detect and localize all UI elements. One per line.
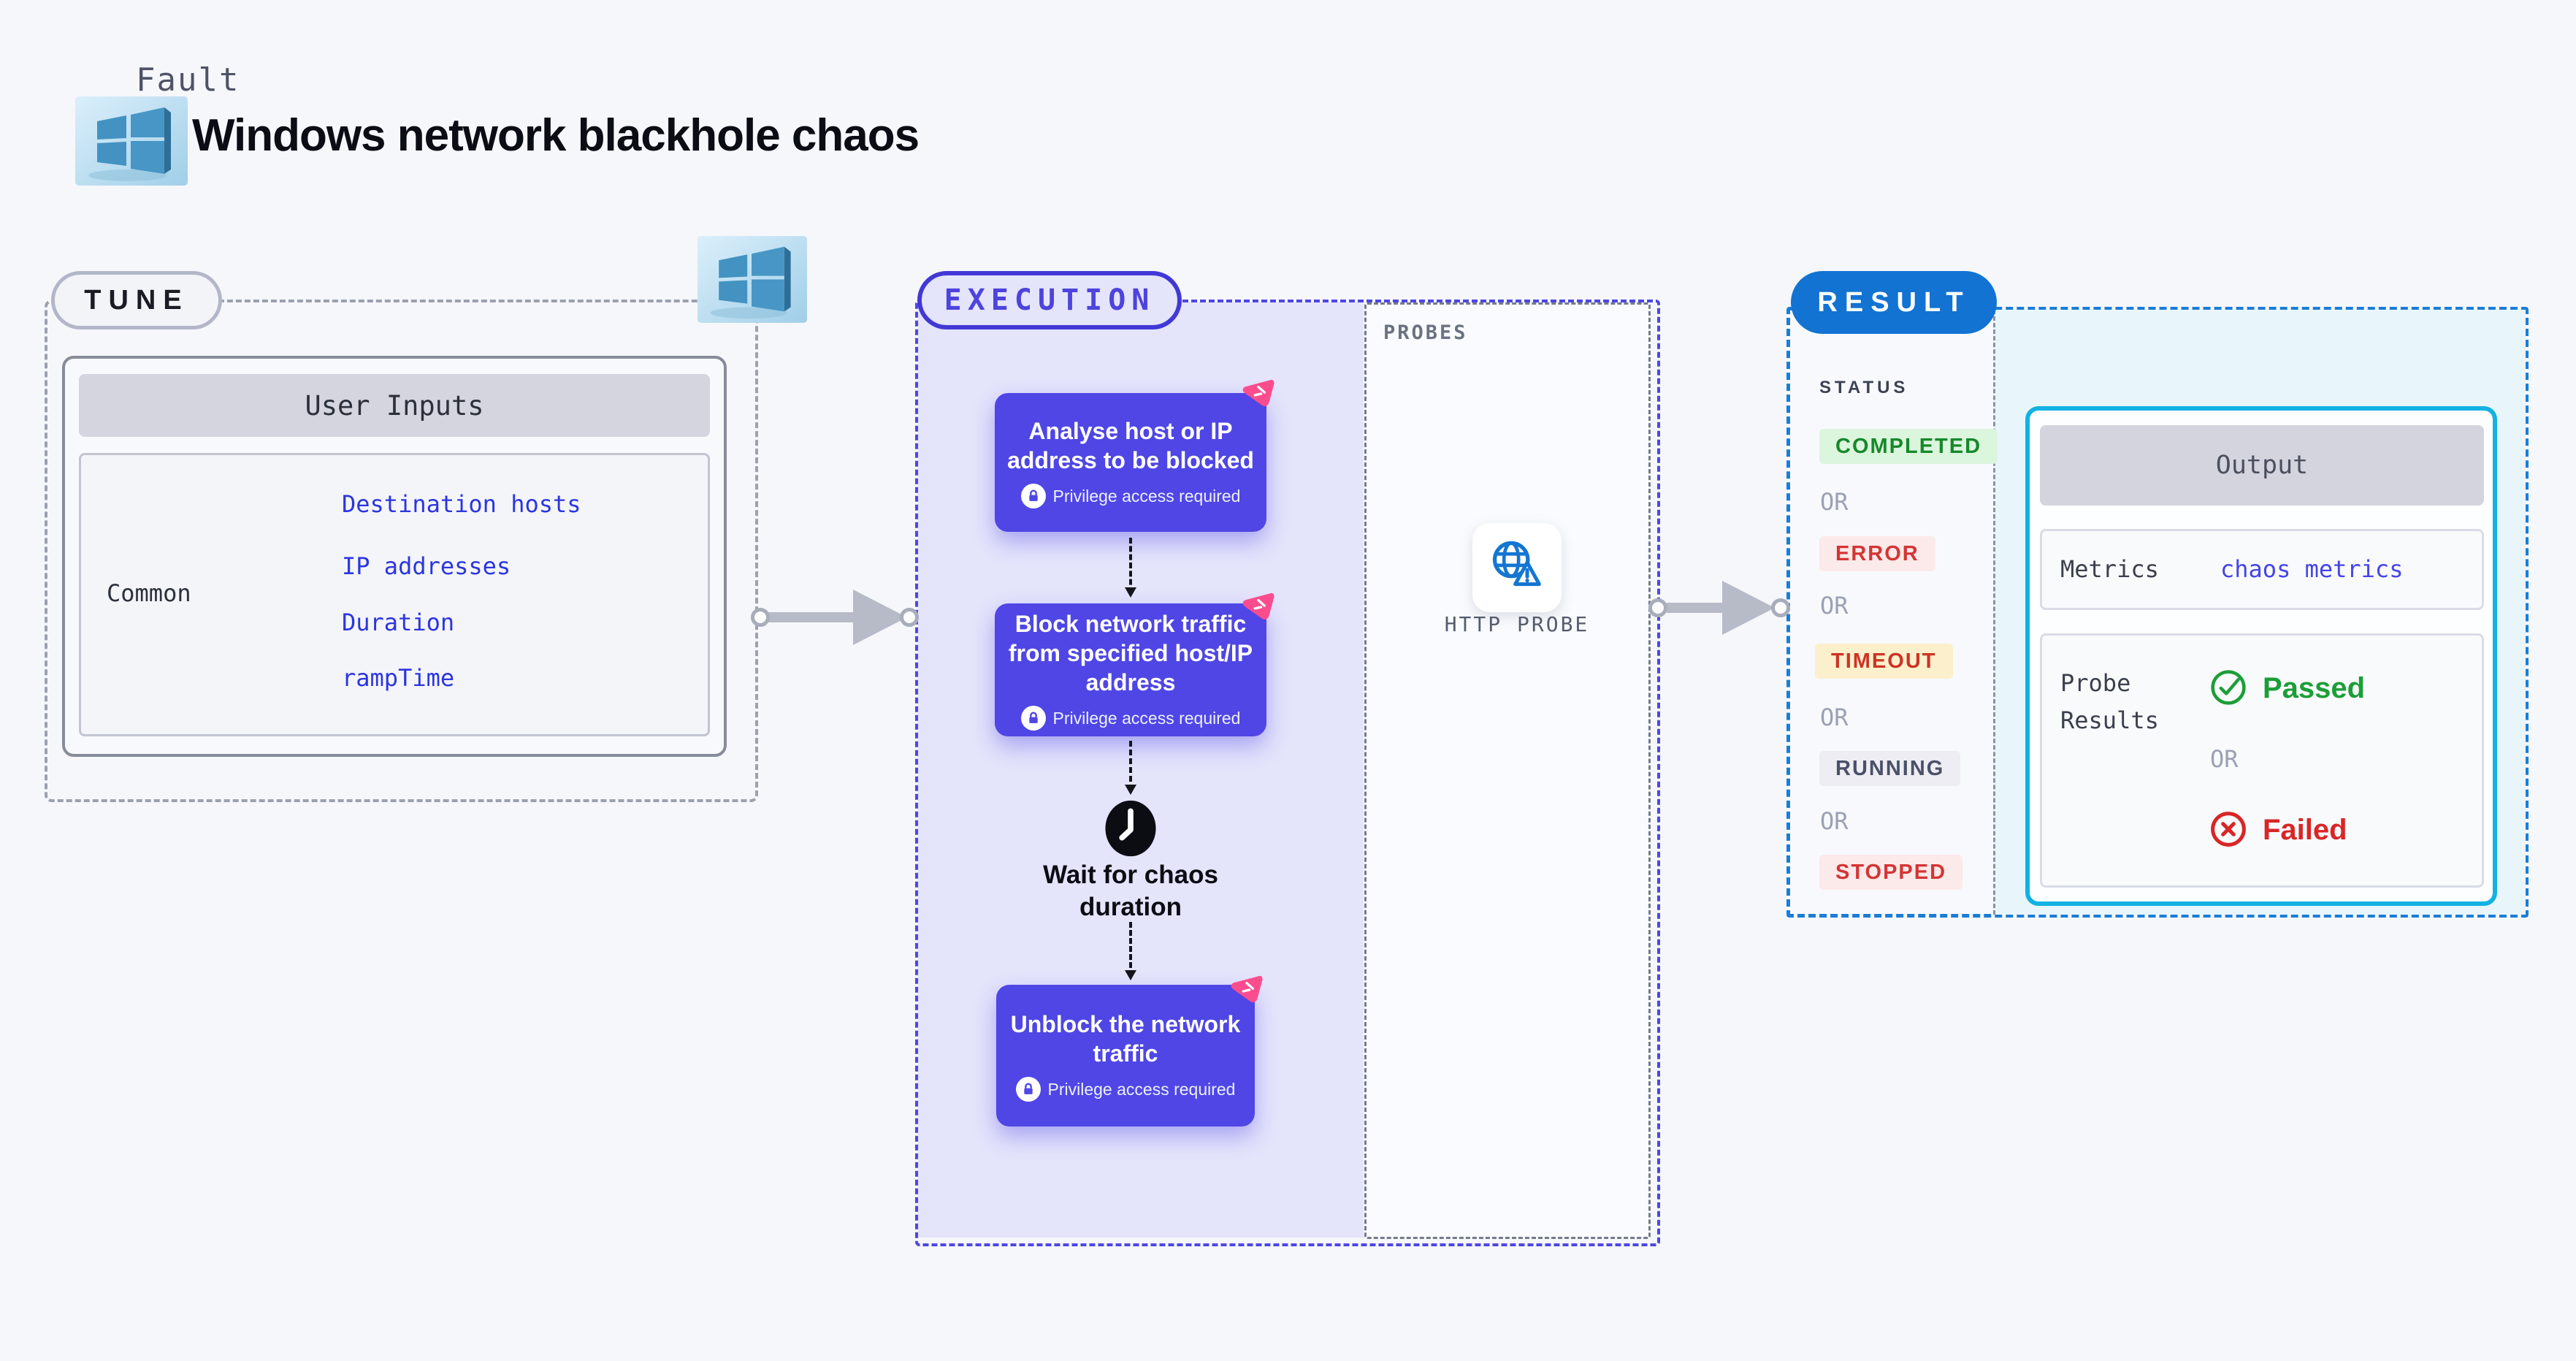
execution-to-result-arrow — [1667, 603, 1724, 613]
flow-connector — [1125, 922, 1136, 980]
status-badge-stopped: STOPPED — [1819, 855, 1963, 890]
privilege-row: Privilege access required — [1020, 484, 1241, 508]
step-title: Block network traffic from specified hos… — [1008, 611, 1253, 695]
http-probe-card — [1472, 523, 1562, 612]
or-label: OR — [2210, 745, 2239, 773]
lock-icon — [1015, 1077, 1041, 1102]
windows-logo-icon — [75, 96, 188, 186]
probes-section — [1364, 302, 1651, 1239]
step-title: Unblock the network traffic — [1010, 1011, 1241, 1067]
page-title: Windows network blackhole chaos — [192, 110, 920, 161]
step-block-traffic[interactable]: Block network traffic from specified hos… — [995, 603, 1266, 736]
flow-connector — [1125, 538, 1136, 598]
lock-icon — [1020, 484, 1046, 508]
status-badge-error: ERROR — [1819, 536, 1935, 571]
connector-dot — [751, 608, 770, 627]
or-label: OR — [1820, 488, 1849, 516]
input-link-ramptime[interactable]: rampTime — [342, 664, 455, 692]
windows-logo-icon — [697, 236, 807, 323]
privilege-row: Privilege access required — [1020, 706, 1241, 731]
tune-to-execution-arrow — [768, 612, 855, 622]
globe-warning-icon — [1492, 541, 1541, 587]
result-divider — [1993, 310, 1995, 915]
step-analyse-host[interactable]: Analyse host or IP address to be blocked… — [995, 393, 1266, 532]
chaos-metrics-link[interactable]: chaos metrics — [2220, 555, 2404, 583]
execution-section — [915, 300, 1660, 1246]
chaos-experiment-icon — [1230, 975, 1264, 1004]
arrowhead-icon — [853, 590, 907, 645]
execution-label-pill: EXECUTION — [917, 271, 1182, 329]
output-header: Output — [2040, 425, 2484, 506]
privilege-row: Privilege access required — [1015, 1077, 1236, 1102]
connector-dot — [900, 608, 919, 627]
probe-results-label: Probe Results — [2060, 669, 2159, 735]
passed-label: Passed — [2263, 672, 2366, 704]
probe-results-row — [2040, 633, 2484, 888]
failed-label: Failed — [2263, 814, 2347, 846]
x-circle-icon — [2211, 812, 2246, 847]
arrowhead-icon — [1722, 581, 1775, 635]
privilege-note: Privilege access required — [1052, 708, 1241, 728]
input-link-duration[interactable]: Duration — [342, 609, 455, 636]
status-heading: STATUS — [1819, 378, 1909, 397]
row-label-common: Common — [107, 579, 191, 607]
or-label: OR — [1820, 592, 1849, 619]
or-label: OR — [1820, 704, 1849, 731]
step-unblock-traffic[interactable]: Unblock the network traffic Privilege ac… — [996, 985, 1255, 1126]
input-link-ip-addresses[interactable]: IP addresses — [342, 552, 511, 580]
privilege-note: Privilege access required — [1047, 1079, 1236, 1099]
fault-kicker: Fault — [136, 61, 240, 99]
connector-dot — [1648, 598, 1667, 617]
chaos-experiment-icon — [1242, 378, 1276, 408]
check-circle-icon — [2211, 670, 2246, 705]
input-link-destination-hosts[interactable]: Destination hosts — [342, 490, 581, 518]
status-badge-completed: COMPLETED — [1819, 429, 1998, 464]
status-badge-timeout: TIMEOUT — [1815, 644, 1953, 679]
privilege-note: Privilege access required — [1052, 486, 1241, 506]
chaos-experiment-icon — [1242, 592, 1276, 621]
result-label-pill: RESULT — [1791, 271, 1997, 334]
metrics-label: Metrics — [2060, 555, 2159, 583]
lock-icon — [1020, 706, 1046, 731]
status-badge-running: RUNNING — [1819, 751, 1961, 786]
connector-dot — [1771, 598, 1790, 617]
metrics-row — [2040, 529, 2484, 610]
probes-label: PROBES — [1383, 321, 1468, 344]
or-label: OR — [1820, 807, 1849, 835]
step-title: Analyse host or IP address to be blocked — [1007, 418, 1254, 473]
user-inputs-header: User Inputs — [79, 374, 710, 437]
tune-section — [45, 300, 758, 802]
tune-label-pill: TUNE — [51, 271, 222, 329]
clock-icon — [1105, 800, 1156, 857]
http-probe-label: HTTP PROBE — [1444, 612, 1590, 636]
flow-connector — [1125, 741, 1136, 795]
wait-step-label: Wait for chaos duration — [1043, 861, 1218, 921]
user-inputs-body — [79, 453, 710, 736]
